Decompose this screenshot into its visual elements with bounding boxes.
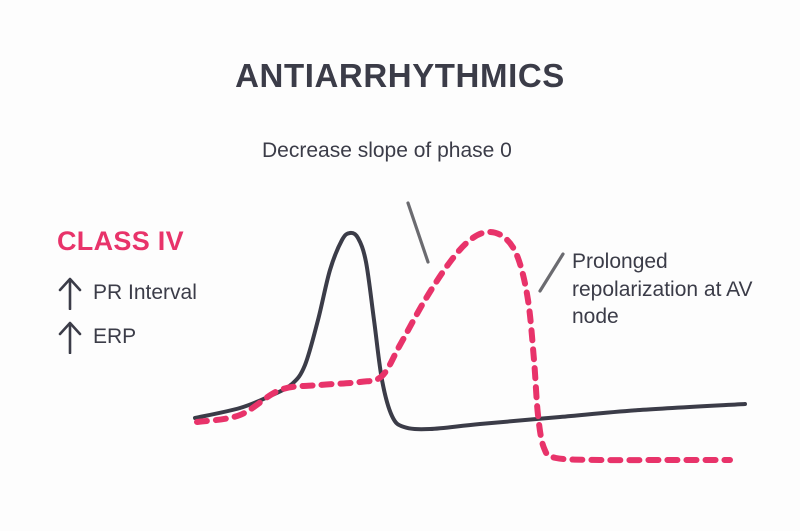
class-label: CLASS IV: [57, 226, 184, 256]
effect-row-erp: ERP: [57, 315, 297, 359]
class-info-block: CLASS IV PR Interval ERP: [57, 228, 297, 359]
annotation-prolonged-repolarization: Prolonged repolarization at AV node: [572, 250, 753, 329]
arrow-up-icon: [57, 320, 83, 354]
arrow-up-icon: [57, 276, 83, 310]
left-leader-line: [406, 201, 430, 264]
annotation-decrease-slope: Decrease slope of phase 0: [262, 139, 512, 162]
effect-label-pr-interval: PR Interval: [93, 281, 197, 304]
right-leader-line: [538, 252, 565, 293]
effect-row-pr-interval: PR Interval: [57, 271, 297, 315]
page-title: ANTIARRHYTHMICS: [235, 57, 565, 94]
effect-label-erp: ERP: [93, 325, 137, 348]
